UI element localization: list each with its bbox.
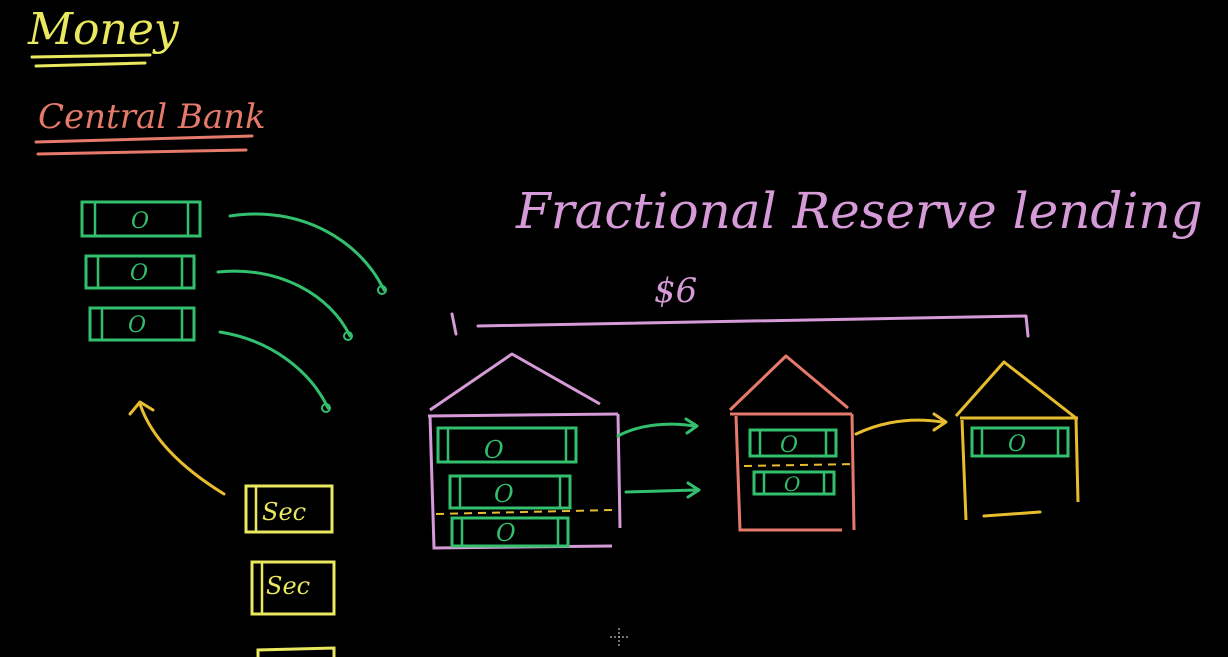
money-heading: Money [27, 4, 180, 68]
bill-outline [970, 426, 1070, 458]
bank-roof [728, 354, 849, 412]
bill-outline [450, 516, 570, 548]
security-outline [250, 560, 336, 616]
security-label: Sec [262, 498, 306, 526]
flow-arc [218, 330, 330, 410]
bill-outline [80, 200, 202, 238]
bank-2: O O [728, 354, 857, 532]
bill-symbol: O [780, 433, 798, 458]
bill: O [450, 516, 570, 548]
bank-wall-left [428, 415, 613, 550]
bill-inner-lines [980, 428, 1060, 456]
securities-stack: Sec Sec [244, 484, 336, 657]
bill-symbol: O [131, 209, 149, 234]
bank-wall-right [1074, 417, 1080, 503]
bill-outline [88, 306, 196, 342]
amount-label: $6 [654, 271, 697, 311]
security-note-partial [256, 646, 336, 657]
lending-arrows [616, 417, 701, 499]
bill-inner-lines [446, 428, 568, 462]
bill-inner-lines [758, 430, 828, 456]
amount-bracket: $6 [450, 271, 1030, 338]
bank-wall-right [850, 413, 856, 531]
central-bank-heading: Central Bank [34, 97, 266, 156]
crosshair-icon [610, 628, 628, 646]
bill-outline [84, 254, 196, 290]
reserve-line [743, 463, 857, 467]
arrow-head-icon [686, 481, 701, 499]
reserve-line [435, 509, 613, 515]
central-bank-bills: O O O [80, 200, 202, 342]
central-bank-title: Central Bank [38, 97, 266, 137]
arrow-line [138, 402, 226, 496]
lending-arrow [624, 488, 698, 494]
flow-arc-end [377, 285, 387, 295]
central-bank-underline-1 [34, 134, 254, 144]
securities-arrow [128, 400, 226, 496]
bank-1: O O O [427, 352, 622, 550]
money-flow-arcs [216, 212, 387, 413]
lending-arrow [854, 418, 944, 436]
fractional-reserve-title: Fractional Reserve lending [515, 182, 1203, 240]
bill-symbol: O [494, 480, 514, 508]
bill-symbol: O [784, 472, 800, 496]
arrow-head-icon [684, 417, 699, 435]
money-underline-1 [30, 53, 152, 59]
bill: O [752, 470, 836, 496]
bank-roof [429, 352, 601, 412]
bank-wall-left [734, 415, 842, 532]
bill: O [436, 426, 578, 464]
bill-inner-lines [100, 308, 184, 340]
bill-inner-lines [458, 476, 562, 508]
bank-3: O [954, 360, 1080, 521]
bill: O [84, 254, 196, 290]
arrow-head-icon [128, 400, 155, 416]
bill-inner-lines [762, 472, 826, 494]
money-underline-2 [34, 61, 147, 68]
bill-outline [748, 428, 838, 458]
flow-arc [228, 212, 386, 292]
security-label: Sec [266, 572, 310, 600]
bill-symbol: O [484, 436, 504, 464]
security-note: Sec [250, 560, 336, 616]
bill: O [748, 428, 838, 458]
bill: O [448, 474, 572, 510]
flow-arc-end [321, 403, 331, 413]
bill-outline [448, 474, 572, 510]
money-title: Money [27, 4, 180, 55]
arrow-head-icon [932, 412, 948, 432]
bill-inner-lines [93, 201, 190, 236]
bill-inner-lines [460, 518, 560, 546]
lending-arrow [616, 422, 696, 438]
bracket-line [476, 314, 1030, 338]
bill-symbol: O [496, 519, 516, 547]
bill-outline [436, 426, 578, 464]
bill: O [80, 200, 202, 238]
bracket-left [450, 312, 458, 336]
flow-arc-end [343, 331, 353, 341]
bill-symbol: O [130, 261, 148, 286]
flow-arc [216, 269, 352, 338]
bank-roof-base [427, 412, 619, 418]
security-outline [244, 484, 334, 534]
bill-outline [752, 470, 836, 496]
bill-inner-lines [96, 255, 184, 288]
bill-symbol: O [128, 313, 146, 338]
bank-wall-right [616, 413, 622, 529]
security-note: Sec [244, 484, 334, 534]
bank-roof [954, 360, 1077, 420]
bill-symbol: O [1008, 432, 1026, 457]
central-bank-underline-2 [36, 148, 248, 156]
bill: O [88, 306, 196, 342]
bank-floor [982, 510, 1042, 518]
bank-wall-left [960, 419, 968, 521]
bill: O [970, 426, 1070, 458]
